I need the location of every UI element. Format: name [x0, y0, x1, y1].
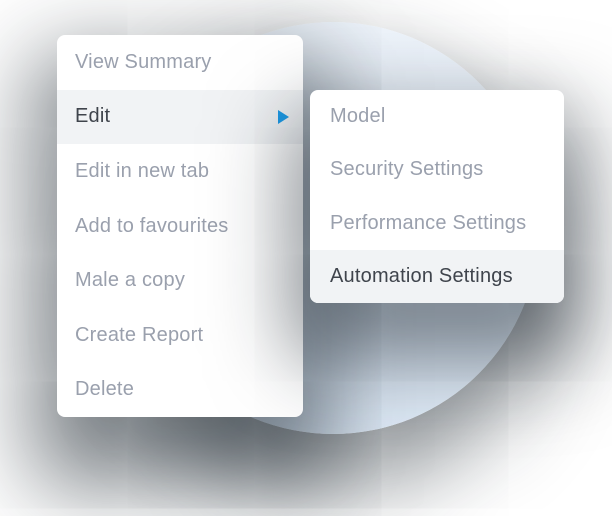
submenu-item-performance-settings[interactable]: Performance Settings	[310, 197, 564, 250]
submenu-arrow-icon	[278, 109, 289, 124]
menu-item-view-summary[interactable]: View Summary	[57, 35, 303, 90]
submenu-item-label: Model	[330, 105, 386, 128]
menu-item-label: Delete	[75, 378, 135, 401]
context-menu: View Summary Edit Edit in new tab Add to…	[57, 35, 303, 417]
menu-item-label: Add to favourites	[75, 214, 229, 237]
menu-item-label: Create Report	[75, 323, 204, 346]
submenu-item-automation-settings[interactable]: Automation Settings	[310, 249, 564, 303]
submenu-item-security-settings[interactable]: Security Settings	[310, 143, 564, 196]
menu-item-label: Male a copy	[75, 269, 186, 292]
menu-item-edit-in-new-tab[interactable]: Edit in new tab	[57, 144, 303, 199]
menu-item-label: Edit in new tab	[75, 159, 210, 182]
menu-item-edit[interactable]: Edit	[57, 89, 303, 145]
menu-item-delete[interactable]: Delete	[57, 362, 303, 417]
submenu-item-label: Performance Settings	[330, 211, 527, 234]
menu-item-add-to-favourites[interactable]: Add to favourites	[57, 199, 303, 254]
submenu-item-label: Automation Settings	[330, 264, 513, 287]
submenu-item-label: Security Settings	[330, 158, 484, 181]
edit-submenu: Model Security Settings Performance Sett…	[310, 90, 564, 303]
menu-item-label: View Summary	[75, 50, 212, 73]
menu-item-create-report[interactable]: Create Report	[57, 308, 303, 363]
submenu-item-model[interactable]: Model	[310, 90, 564, 143]
menu-item-label: Edit	[75, 105, 111, 128]
menu-item-male-a-copy[interactable]: Male a copy	[57, 253, 303, 308]
